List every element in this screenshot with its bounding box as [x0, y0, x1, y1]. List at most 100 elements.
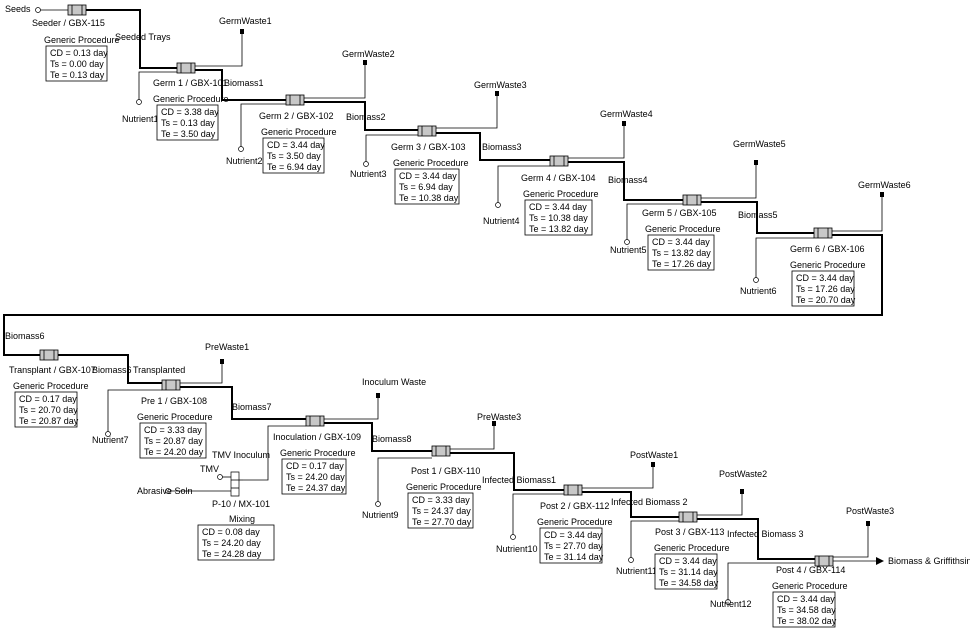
stream-transplanted-line[interactable]	[58, 354, 162, 384]
timing-box	[14, 391, 78, 428]
stream-label-final-product: Biomass & Griffithsin	[888, 556, 970, 566]
timing-te: Te = 31.14 day	[544, 552, 604, 562]
stream-nutrient3-line[interactable]	[365, 134, 418, 162]
stream-label-nutrient1: Nutrient1	[122, 114, 159, 124]
nutrient9-source-icon[interactable]	[375, 501, 381, 507]
stream-biomass7-line[interactable]	[180, 386, 306, 420]
stream-infected2-line[interactable]	[582, 491, 679, 518]
stream-nutrient5-line[interactable]	[626, 203, 683, 240]
stream-germwaste2-line[interactable]	[304, 64, 366, 99]
timing-cd: CD = 3.44 day	[796, 273, 854, 283]
germwaste2-sink-icon[interactable]	[363, 60, 367, 65]
stream-nutrient11-line[interactable]	[630, 520, 679, 558]
stream-biomass8-line[interactable]	[324, 422, 432, 452]
nutrient11-source-icon[interactable]	[628, 557, 634, 563]
tmv-source-icon[interactable]	[217, 474, 223, 480]
stream-nutrient7-line[interactable]	[107, 389, 162, 432]
postwaste3-sink-icon[interactable]	[866, 521, 870, 526]
stream-biomass4-line[interactable]	[568, 161, 683, 201]
stream-prewaste3-line[interactable]	[450, 425, 495, 450]
stream-prewaste1-line[interactable]	[180, 363, 223, 384]
pre1-unit-icon[interactable]	[161, 379, 181, 391]
stream-nutrient6-line[interactable]	[755, 237, 814, 278]
stream-label-nutrient2: Nutrient2	[226, 156, 263, 166]
stream-label-postwaste2: PostWaste2	[719, 469, 767, 479]
stream-nutrient12-line[interactable]	[727, 562, 815, 600]
germ4-unit-icon[interactable]	[549, 155, 569, 167]
unit-germ4: Germ 4 / GBX-104 Generic Procedure CD = …	[521, 173, 599, 236]
stream-nutrient4-line[interactable]	[497, 165, 550, 203]
procedure-label: Generic Procedure	[137, 412, 213, 422]
stream-label-infected2: Infected Biomass 2	[611, 497, 688, 507]
stream-tmv-inoculum-line[interactable]	[243, 425, 306, 481]
stream-biomass2-line[interactable]	[304, 101, 418, 131]
transplant-unit-icon[interactable]	[39, 349, 59, 361]
germwaste1-sink-icon[interactable]	[240, 29, 244, 34]
stream-nutrient10-line[interactable]	[512, 493, 564, 535]
prewaste3-sink-icon[interactable]	[492, 421, 496, 426]
nutrient12-source-icon[interactable]	[725, 599, 731, 605]
germwaste3-sink-icon[interactable]	[495, 91, 499, 96]
stream-inoculum-waste-line[interactable]	[324, 397, 379, 420]
timing-ts: Ts = 20.70 day	[19, 405, 78, 415]
stream-nutrient2-line[interactable]	[240, 103, 286, 147]
abrasive-source-icon[interactable]	[165, 488, 171, 494]
stream-biomass6-line[interactable]	[3, 234, 883, 356]
postwaste2-sink-icon[interactable]	[740, 489, 744, 494]
stream-germwaste5-line[interactable]	[701, 164, 757, 199]
post3-unit-icon[interactable]	[678, 511, 698, 523]
unit-label: Inoculation / GBX-109	[273, 432, 361, 442]
stream-germwaste3-line[interactable]	[436, 95, 498, 129]
nutrient6-source-icon[interactable]	[753, 277, 759, 283]
stream-nutrient1-line[interactable]	[138, 71, 177, 100]
germ6-unit-icon[interactable]	[813, 227, 833, 239]
germwaste4-sink-icon[interactable]	[622, 121, 626, 126]
stream-label-nutrient7: Nutrient7	[92, 435, 129, 445]
stream-biomass3-line[interactable]	[436, 132, 550, 161]
nutrient7-source-icon[interactable]	[105, 431, 111, 437]
germ5-unit-icon[interactable]	[682, 194, 702, 206]
nutrient1-source-icon[interactable]	[136, 99, 142, 105]
stream-postwaste2-line[interactable]	[697, 493, 743, 516]
timing-ts: Ts = 6.94 day	[399, 182, 453, 192]
mixer-unit-icon[interactable]	[230, 471, 243, 497]
post2-unit-icon[interactable]	[563, 484, 583, 496]
inoculum-waste-sink-icon[interactable]	[376, 393, 380, 398]
stream-nutrient9-line[interactable]	[377, 457, 432, 502]
nutrient4-source-icon[interactable]	[495, 202, 501, 208]
germ2-unit-icon[interactable]	[285, 94, 305, 106]
nutrient2-source-icon[interactable]	[238, 146, 244, 152]
stream-germwaste6-line[interactable]	[832, 196, 883, 232]
postwaste1-sink-icon[interactable]	[651, 462, 655, 467]
nutrient10-source-icon[interactable]	[510, 534, 516, 540]
stream-germwaste4-line[interactable]	[568, 125, 625, 159]
stream-label-seeds: Seeds	[5, 4, 31, 14]
germ1-unit-icon[interactable]	[176, 62, 196, 74]
timing-ts: Ts = 20.87 day	[144, 436, 203, 446]
stream-infected1-line[interactable]	[450, 452, 564, 491]
stream-postwaste3-line[interactable]	[833, 525, 869, 558]
nutrient5-source-icon[interactable]	[624, 239, 630, 245]
stream-postwaste1-line[interactable]	[582, 466, 654, 489]
seeds-source-icon[interactable]	[35, 7, 41, 13]
seeder-unit-icon[interactable]	[67, 4, 87, 16]
post4-unit-icon[interactable]	[814, 555, 834, 567]
unit-germ3: Germ 3 / GBX-103 Generic Procedure CD = …	[391, 142, 469, 205]
stream-biomass1-line[interactable]	[195, 69, 286, 101]
stream-infected3-line[interactable]	[697, 518, 815, 560]
nutrient3-source-icon[interactable]	[363, 161, 369, 167]
stream-biomass5-line[interactable]	[701, 201, 814, 234]
germwaste6-sink-icon[interactable]	[880, 192, 884, 197]
stream-label-nutrient3: Nutrient3	[350, 169, 387, 179]
stream-germwaste1-line[interactable]	[195, 33, 243, 67]
timing-box	[394, 168, 460, 205]
post1-unit-icon[interactable]	[431, 445, 451, 457]
inoculation-unit-icon[interactable]	[305, 415, 325, 427]
stream-seeded-trays-line[interactable]	[86, 9, 177, 69]
final-product-arrow-icon[interactable]	[876, 557, 884, 565]
prewaste1-sink-icon[interactable]	[220, 359, 224, 364]
stream-label-nutrient4: Nutrient4	[483, 216, 520, 226]
germ3-unit-icon[interactable]	[417, 125, 437, 137]
germwaste5-sink-icon[interactable]	[754, 160, 758, 165]
stream-label-germwaste4: GermWaste4	[600, 109, 653, 119]
